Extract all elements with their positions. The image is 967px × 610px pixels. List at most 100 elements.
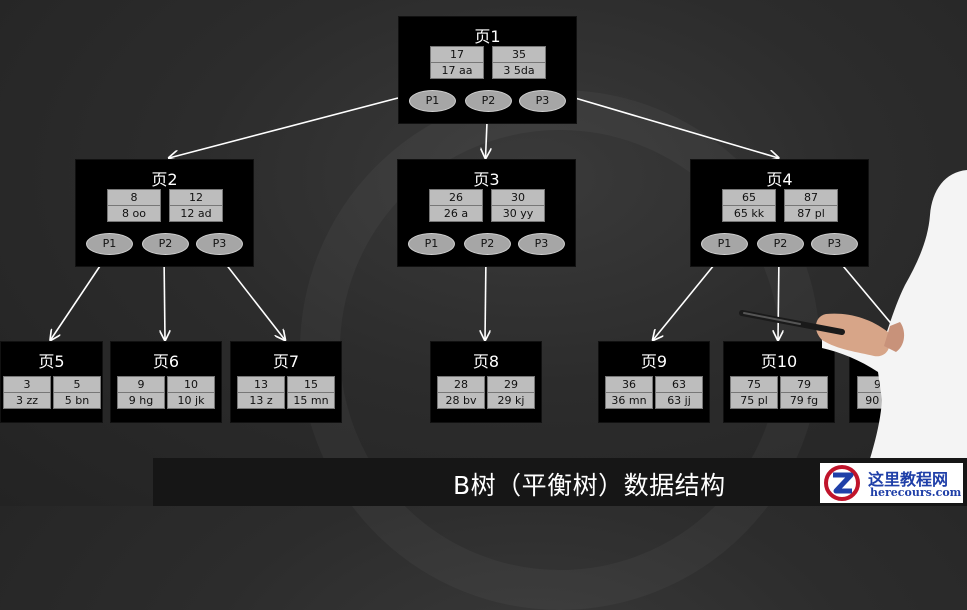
- key-record: 13 z: [249, 394, 273, 407]
- pointer-p3: P3: [518, 233, 565, 255]
- key-value: 13: [238, 377, 284, 393]
- key-record: 26 a: [443, 207, 469, 220]
- key-record: 10 jk: [177, 394, 205, 407]
- key-value: 63: [656, 377, 702, 393]
- key-value: 26: [430, 190, 482, 206]
- key-value: 17: [431, 47, 483, 63]
- key-value: 65: [723, 190, 775, 206]
- edge-page1-to-page4: [574, 97, 779, 158]
- edge-page2-to-page7: [217, 253, 285, 340]
- pointer-p3: P3: [811, 233, 858, 255]
- node-title: 页5: [38, 352, 65, 371]
- key-record: 79 fg: [789, 394, 819, 407]
- node-title: 页9: [640, 352, 668, 371]
- key-record: 5 bn: [64, 394, 90, 407]
- edge-page4-to-page9: [653, 253, 724, 340]
- key-record: 28 bv: [445, 394, 477, 407]
- node-title: 页2: [151, 170, 178, 189]
- pointer-p2: P2: [757, 233, 804, 255]
- pointer-p1: P1: [86, 233, 133, 255]
- key-record: 12 ad: [180, 207, 212, 220]
- node-title: 页7: [272, 352, 300, 371]
- key-value: 75: [731, 377, 777, 393]
- edge-page4-to-page10: [778, 253, 779, 340]
- pointer-p1: P1: [408, 233, 455, 255]
- pointer-p2: P2: [142, 233, 189, 255]
- key-record: 63 jj: [667, 394, 691, 407]
- key-record: 65 kk: [733, 207, 765, 220]
- key-record: 8 oo: [122, 207, 146, 220]
- key-value: 29: [488, 377, 534, 393]
- key-value: 9: [118, 377, 164, 393]
- key-record: 17 aa: [441, 64, 473, 77]
- presenter-figure: [739, 170, 967, 506]
- key-record: 36 mn: [611, 394, 647, 407]
- pointer-p2: P2: [465, 90, 512, 112]
- key-record: 15 mn: [293, 394, 329, 407]
- watermark-name: 这里教程网: [868, 470, 949, 489]
- pointer-p1: P1: [409, 90, 456, 112]
- pointer-p3: P3: [196, 233, 243, 255]
- key-value: 36: [606, 377, 652, 393]
- node-title: 页6: [152, 352, 180, 371]
- node-title: 页10: [760, 352, 798, 371]
- key-record: 9 hg: [128, 394, 154, 407]
- node-title: 页4: [766, 170, 793, 189]
- edge-page3-to-page8: [485, 253, 486, 340]
- edge-page1-to-page3: [486, 121, 488, 158]
- key-record: 87 pl: [797, 207, 825, 220]
- node-title: 页3: [473, 170, 500, 189]
- key-value: 3: [4, 377, 50, 393]
- key-value: 87: [785, 190, 837, 206]
- watermark-url: herecours.com: [870, 486, 962, 499]
- key-value: 28: [438, 377, 484, 393]
- pointer-p1: P1: [701, 233, 748, 255]
- key-record: 75 pl: [740, 394, 768, 407]
- edge-page2-to-page5: [51, 253, 109, 340]
- edge-page2-to-page6: [164, 253, 165, 340]
- key-value: 5: [54, 377, 100, 393]
- slide-caption: B树（平衡树）数据结构: [453, 471, 726, 500]
- key-value: 15: [288, 377, 334, 393]
- key-record: 3 zz: [15, 394, 39, 407]
- pointer-p3: P3: [519, 90, 566, 112]
- key-value: 10: [168, 377, 214, 393]
- key-value: 30: [492, 190, 544, 206]
- key-value: 35: [493, 47, 545, 63]
- key-record: 3 5da: [503, 64, 535, 77]
- key-value: 12: [170, 190, 222, 206]
- pointer-p2: P2: [464, 233, 511, 255]
- node-title: 页8: [472, 352, 500, 371]
- key-record: 29 kj: [497, 394, 525, 407]
- key-record: 30 yy: [502, 207, 534, 220]
- logo-z-icon: [824, 465, 860, 501]
